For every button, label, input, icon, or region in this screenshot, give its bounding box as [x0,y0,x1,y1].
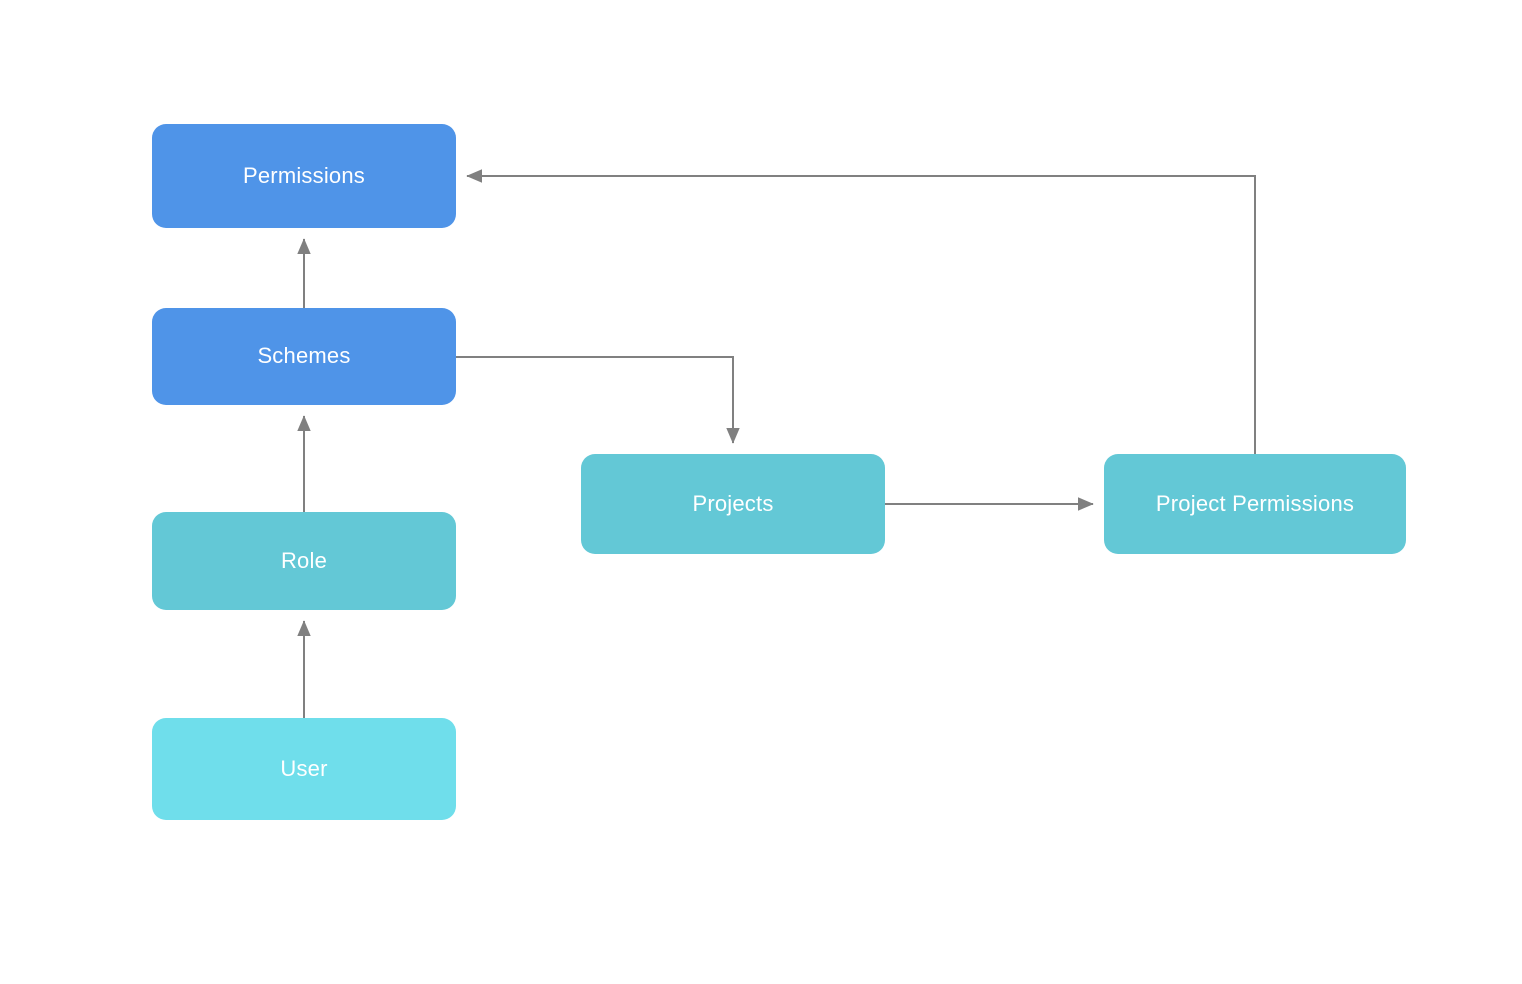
node-user-label: User [280,755,328,781]
edge-project-permissions-to-permissions [466,169,1256,454]
edge-schemes-to-projects [456,356,740,444]
node-project-permissions-label: Project Permissions [1155,490,1355,516]
node-schemes-label: Schemes [257,343,351,369]
node-project-permissions[interactable]: Project Permissions [1104,454,1406,554]
node-projects-label: Projects [692,490,774,516]
node-role[interactable]: Role [152,512,456,610]
node-projects[interactable]: Projects [581,454,885,554]
node-role-label: Role [280,547,328,573]
node-user[interactable]: User [152,718,456,820]
node-schemes[interactable]: Schemes [152,308,456,405]
node-permissions-label: Permissions [242,162,365,188]
node-permissions[interactable]: Permissions [152,124,456,228]
